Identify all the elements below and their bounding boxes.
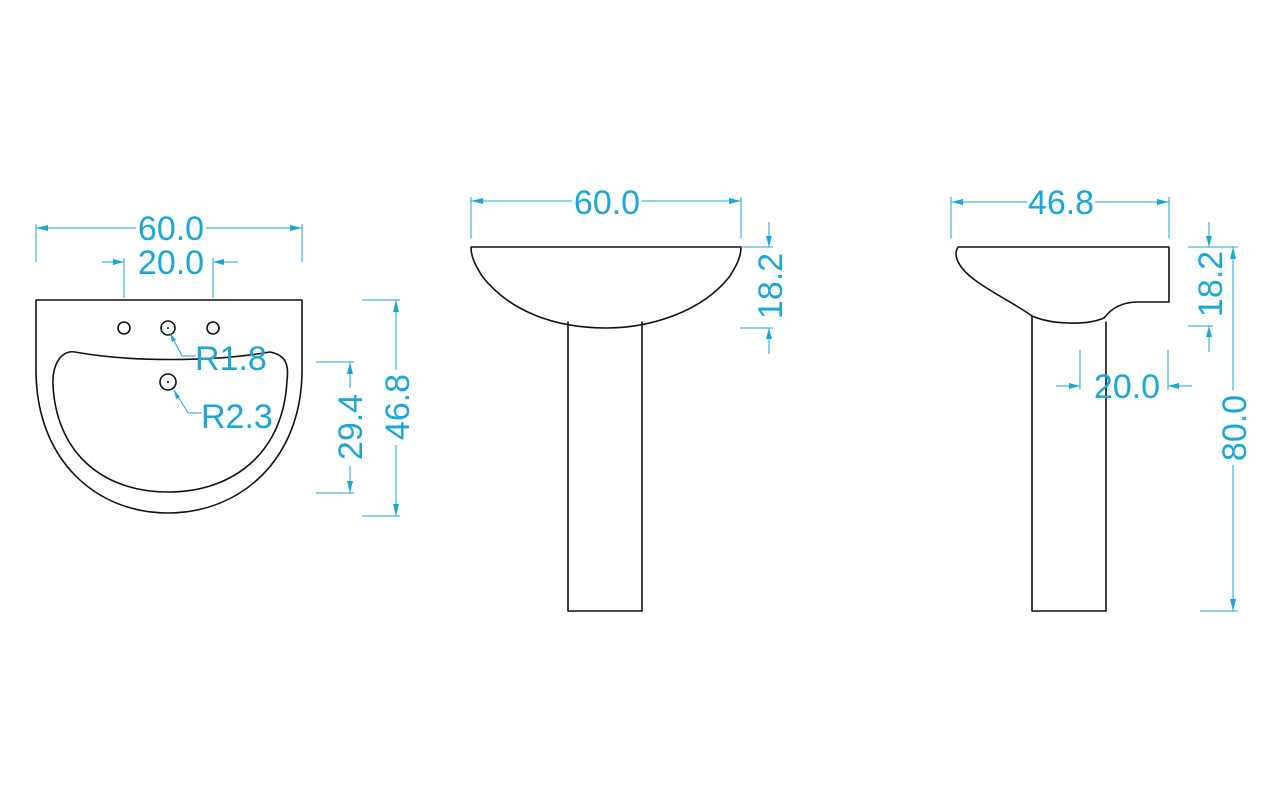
dim-top-tap-spacing-label: 20.0	[138, 244, 204, 282]
pedestal-front	[567, 321, 643, 612]
dim-tap-hole-radius: R1.8	[169, 332, 267, 378]
basin-outline-front	[470, 246, 742, 329]
side-view: 46.8 18.2 20.0	[950, 184, 1254, 612]
tap-hole-center-mark	[167, 327, 169, 329]
dim-side-overall-depth-label: 46.8	[1028, 184, 1094, 222]
dim-top-bowl-depth-label: 29.4	[332, 394, 370, 460]
dim-front-basin-height-label: 18.2	[752, 253, 790, 319]
dim-front-basin-height: 18.2	[740, 222, 790, 354]
dim-top-overall-depth-label: 46.8	[379, 374, 417, 440]
dim-side-basin-height-label: 18.2	[1192, 251, 1230, 317]
front-view: 60.0 18.2	[470, 184, 790, 612]
dim-front-overall-width: 60.0	[470, 184, 742, 238]
basin-outline-top	[35, 299, 303, 514]
dim-drain-radius: R2.3	[173, 389, 273, 436]
dim-drain-radius-label: R2.3	[201, 398, 273, 436]
dim-top-tap-spacing: 20.0	[102, 244, 238, 298]
dim-top-bowl-depth: 29.4	[316, 361, 370, 494]
dim-side-pedestal-width: 20.0	[1056, 350, 1192, 406]
dim-top-overall-width: 60.0	[35, 210, 303, 262]
dim-top-overall-depth: 46.8	[362, 299, 417, 517]
pedestal-side	[1031, 315, 1107, 612]
tap-hole-left	[117, 321, 131, 335]
dim-side-overall-height: 80.0	[1200, 246, 1254, 612]
drain-hole	[159, 373, 177, 391]
top-view: 60.0 20.0 R1.8 R2.3	[35, 210, 417, 517]
dim-side-overall-depth: 46.8	[950, 184, 1170, 238]
bowl-outline-top	[52, 351, 289, 493]
dim-side-basin-height: 18.2	[1188, 222, 1230, 352]
drain-hole-center-mark	[167, 381, 169, 383]
tap-hole-right	[206, 321, 220, 335]
dim-side-pedestal-width-label: 20.0	[1094, 368, 1160, 406]
basin-outline-side	[955, 246, 1170, 324]
dim-front-overall-width-label: 60.0	[574, 184, 640, 222]
dim-top-overall-width-label: 60.0	[138, 210, 204, 248]
dim-tap-hole-radius-label: R1.8	[195, 340, 267, 378]
dim-side-overall-height-label: 80.0	[1216, 395, 1254, 461]
tap-hole-center	[160, 320, 176, 336]
